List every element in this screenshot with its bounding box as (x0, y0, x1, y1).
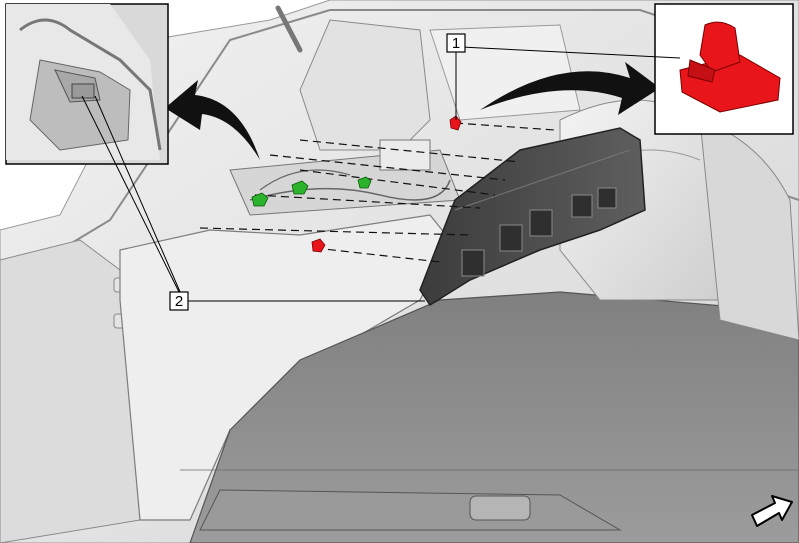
alignment-lines (199, 122, 556, 263)
removal-arrow-icon (165, 80, 260, 160)
red-clip (449, 115, 462, 131)
callout-2: 2 (169, 291, 189, 311)
svg-text:1: 1 (452, 35, 460, 52)
inset-zoom-panel (5, 3, 169, 165)
front-direction-arrow-icon (751, 495, 793, 527)
red-clips (311, 115, 462, 253)
svg-text:2: 2 (175, 293, 183, 310)
red-clip-detail (679, 21, 781, 113)
green-clip (251, 192, 269, 207)
side-trim-panel (419, 127, 646, 307)
gas-strut (275, 5, 303, 53)
exposed-wiring (229, 139, 461, 216)
leader-lines (81, 46, 681, 302)
removal-arrow-icon (480, 62, 660, 115)
green-clips (251, 176, 372, 207)
red-clip (311, 238, 326, 253)
rear-sill (199, 489, 622, 531)
green-clip (357, 176, 372, 189)
clip-detail-inset (654, 3, 794, 135)
callout-1: 1 (446, 33, 466, 53)
green-clip (291, 180, 309, 195)
